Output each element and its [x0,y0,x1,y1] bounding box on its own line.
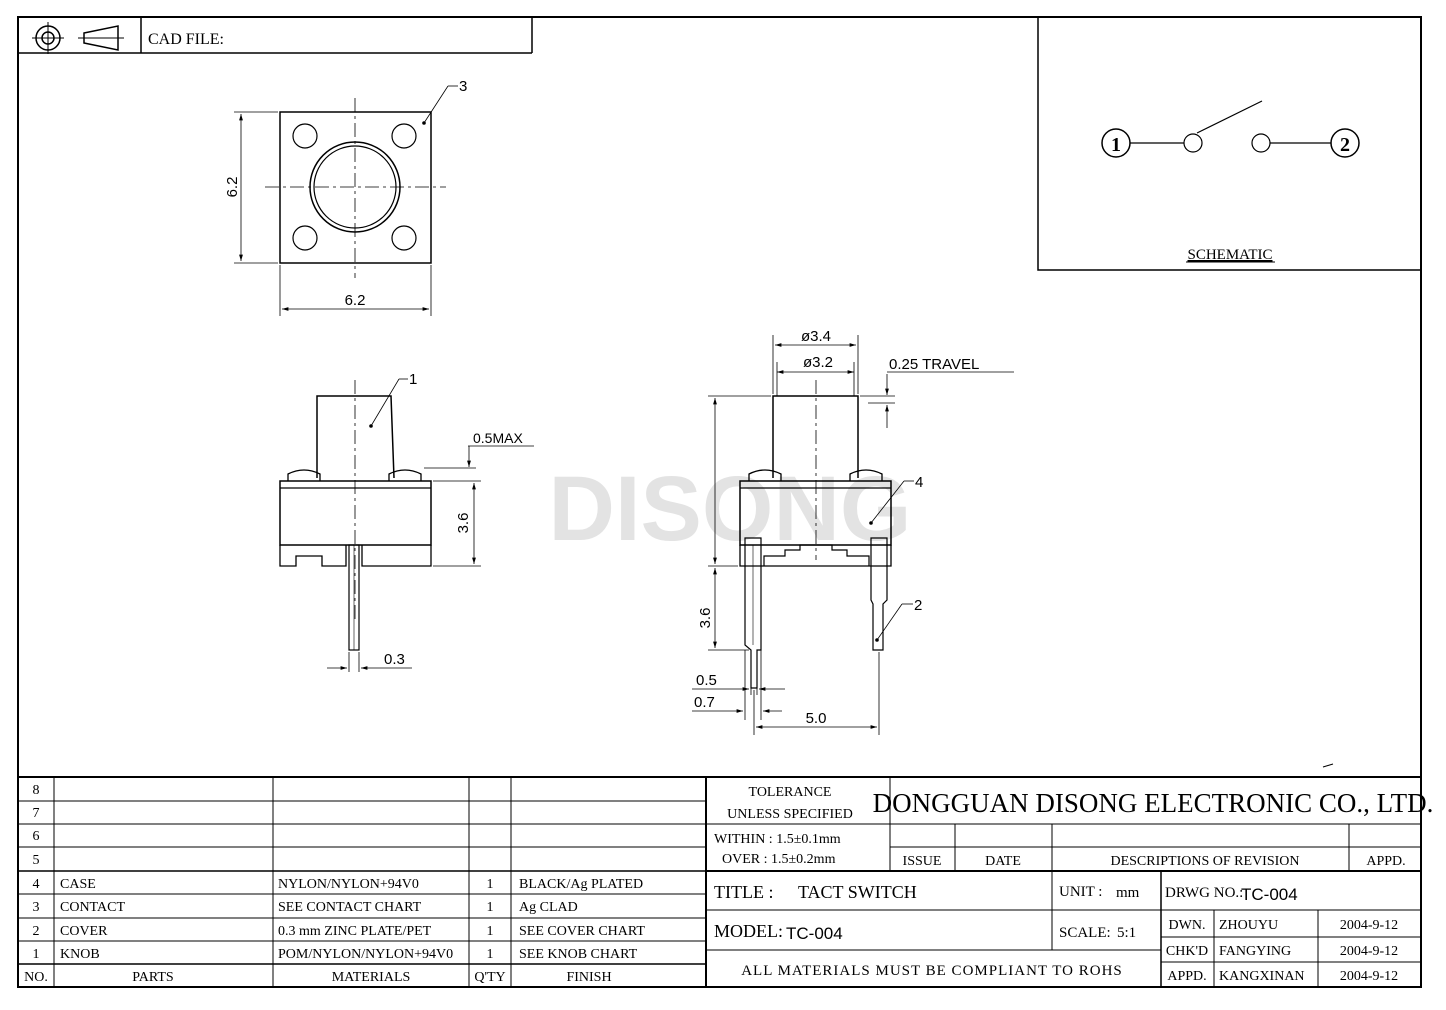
bom-header-parts: PARTS [132,970,173,985]
front-view: 1 0.5MAX 3.6 0.3 [279,371,534,672]
rev-issue-header: ISSUE [903,854,942,869]
bom-no: 4 [33,877,40,892]
bom-qty: 1 [487,900,494,915]
bom-part: CONTACT [60,900,125,915]
projection-symbol-icon [32,22,124,54]
bom-material: 0.3 mm ZINC PLATE/PET [278,924,432,939]
company-name: DONGGUAN DISONG ELECTRONIC CO., LTD. [873,788,1434,818]
side-dim-05: 0.5 [696,672,717,689]
front-dim-pin: 0.3 [384,651,405,668]
bom-finish: Ag CLAD [519,900,578,915]
bom-no: 1 [33,947,40,962]
header-box: CAD FILE: [18,17,533,54]
rev-desc-header: DESCRIPTIONS OF REVISION [1110,854,1299,869]
appd-label: APPD. [1167,969,1206,984]
terminal-2-label: 2 [1340,134,1350,156]
bom-part: CASE [60,877,96,892]
tolerance-within: WITHIN : 1.5±0.1mm [714,832,841,847]
front-callout-1: 1 [409,371,417,388]
table-row: 4 CASE NYLON/NYLON+94V0 1 BLACK/Ag PLATE… [33,877,644,892]
bom-qty: 1 [487,877,494,892]
bom-part: COVER [60,924,108,939]
rohs-note: ALL MATERIALS MUST BE COMPLIANT TO ROHS [741,963,1123,979]
top-dim-height: 6.2 [224,177,241,198]
table-row: 3 CONTACT SEE CONTACT CHART 1 Ag CLAD [33,900,578,915]
side-callout-2: 2 [914,597,922,614]
sheet-border [17,16,1422,988]
bom-header-materials: MATERIALS [332,970,411,985]
table-row: 1 KNOB POM/NYLON/NYLON+94V0 1 SEE KNOB C… [33,947,638,962]
side-dim-leg: 3.6 [697,608,714,629]
bom-material: NYLON/NYLON+94V0 [278,877,419,892]
switch-lever [1196,100,1263,134]
front-dim-max: 0.5MAX [473,430,523,446]
model-value: TC-004 [786,924,843,943]
bom-finish: SEE COVER CHART [519,924,645,939]
schematic-title: SCHEMATIC [1187,247,1272,263]
cad-file-label: CAD FILE: [148,31,224,48]
unit-label: UNIT : [1059,884,1102,900]
terminal-1-label: 1 [1111,134,1121,156]
rev-date-header: DATE [985,854,1021,869]
top-view: 6.2 6.2 3 [224,78,467,316]
dwn-label: DWN. [1169,918,1206,933]
rev-appd-header: APPD. [1366,854,1405,869]
bom-row-no: 7 [33,806,40,821]
dwn-date: 2004-9-12 [1340,918,1398,933]
bom-qty: 1 [487,924,494,939]
bom-header-qty: Q'TY [474,970,505,985]
tolerance-subtitle: UNLESS SPECIFIED [727,807,853,822]
dwn-name: ZHOUYU [1219,918,1278,933]
terminal-2-circle [1330,128,1360,158]
side-dim-pitch: 5.0 [806,710,827,727]
tolerance-over: OVER : 1.5±0.2mm [722,852,836,867]
bom-row-no: 5 [33,853,40,868]
bom-no: 2 [33,924,40,939]
bom-header-finish: FINISH [566,970,611,985]
bom-table: 8 7 6 5 4 CASE NYLON/NYLON+94V0 1 BLACK/… [18,776,1421,987]
bom-finish: BLACK/Ag PLATED [519,877,643,892]
contact-right [1251,133,1271,153]
bom-no: 3 [33,900,40,915]
appd-date: 2004-9-12 [1340,969,1398,984]
bom-row-no: 8 [33,783,40,798]
drwg-value: TC-004 [1241,885,1298,904]
chkd-name: FANGYING [1219,944,1291,959]
side-dim-07: 0.7 [694,694,715,711]
side-dim-dia-outer: ø3.4 [801,328,831,345]
bom-material: POM/NYLON/NYLON+94V0 [278,947,453,962]
bom-row-no: 6 [33,829,40,844]
title-block: TOLERANCE UNLESS SPECIFIED WITHIN : 1.5±… [706,777,1433,987]
front-dim-height: 3.6 [455,513,472,534]
scale-value: 5:1 [1117,925,1136,941]
side-travel: 0.25 TRAVEL [889,356,979,373]
unit-value: mm [1116,885,1140,901]
tolerance-title: TOLERANCE [749,785,832,800]
scale-label: SCALE: [1059,925,1111,941]
table-row: 2 COVER 0.3 mm ZINC PLATE/PET 1 SEE COVE… [33,924,646,939]
contact-left [1183,133,1203,153]
watermark: DISONG [549,458,912,560]
title-value: TACT SWITCH [798,882,917,902]
bom-material: SEE CONTACT CHART [278,900,422,915]
title-label: TITLE : [714,882,773,902]
bom-finish: SEE KNOB CHART [519,947,638,962]
bom-part: KNOB [60,947,100,962]
drwg-label: DRWG NO.: [1165,885,1243,901]
bom-qty: 1 [487,947,494,962]
side-dim-dia-inner: ø3.2 [803,354,833,371]
top-dim-width: 6.2 [345,292,366,309]
top-callout-3: 3 [459,78,467,95]
side-callout-4: 4 [915,474,923,491]
schematic-panel: 1 2 SCHEMATIC [1037,16,1422,271]
chkd-date: 2004-9-12 [1340,944,1398,959]
appd-name: KANGXINAN [1219,969,1305,984]
bom-header-no: NO. [24,970,48,985]
side-view: ø3.4 ø3.2 0.25 TRAVEL 3.6 0.5 0.7 [692,328,1014,735]
chkd-label: CHK'D [1166,944,1208,959]
model-label: MODEL: [714,921,783,941]
